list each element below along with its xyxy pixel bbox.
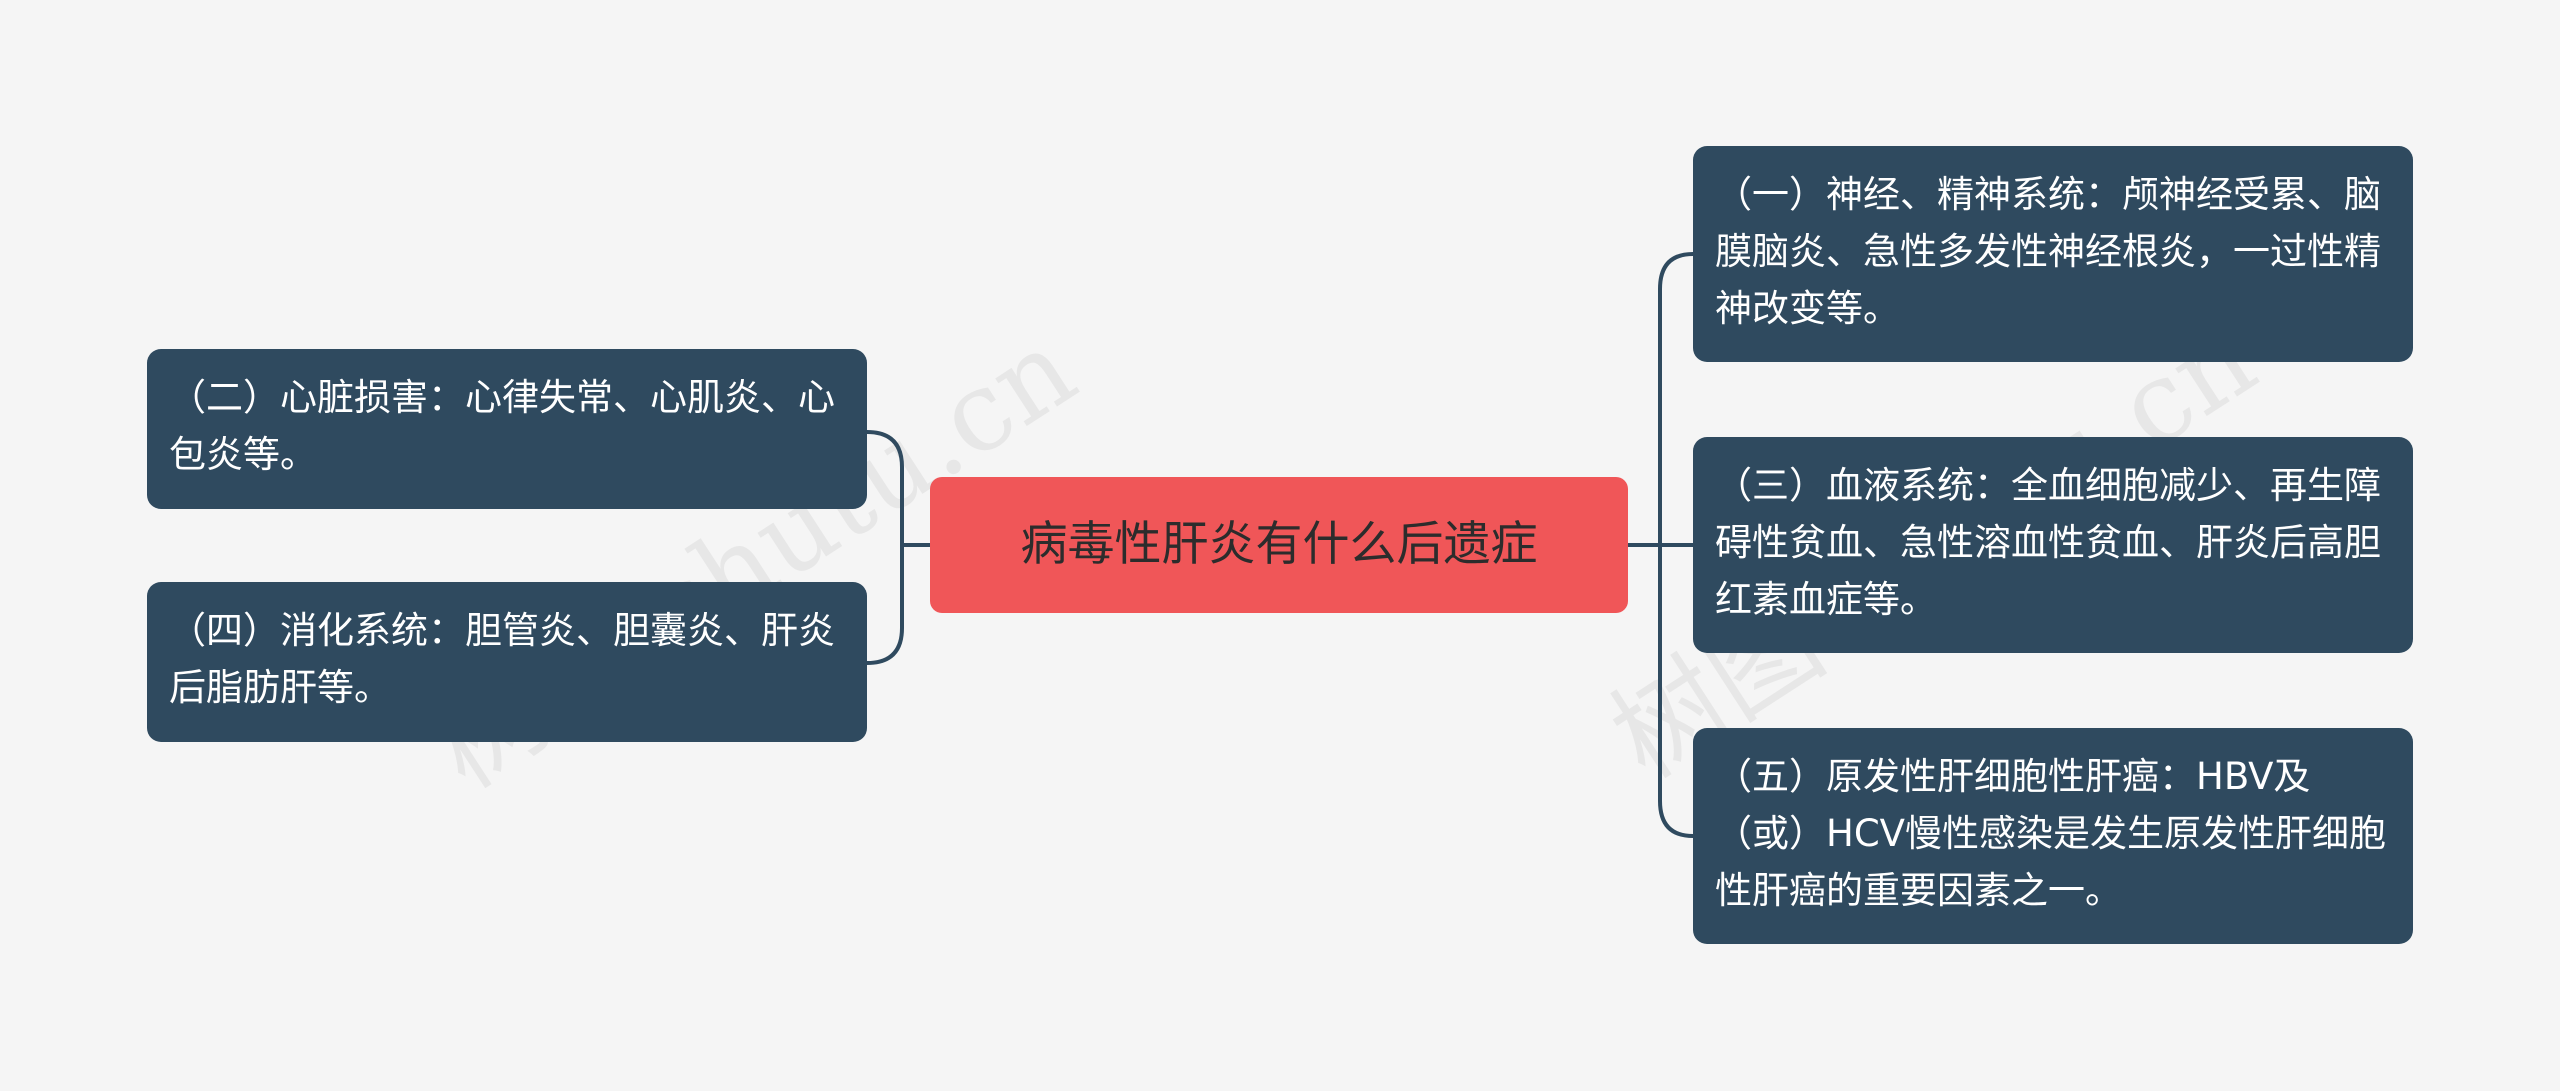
connector-left-bracket [865,430,904,665]
topic-digestive-system[interactable]: （四）消化系统：胆管炎、胆囊炎、肝炎后脂肪肝等。 [147,582,867,742]
central-topic[interactable]: 病毒性肝炎有什么后遗症 [930,477,1628,613]
topic-liver-cancer[interactable]: （五）原发性肝细胞性肝癌：HBV及（或）HCV慢性感染是发生原发性肝细胞性肝癌的… [1693,728,2413,944]
topic-nervous-system[interactable]: （一）神经、精神系统：颅神经受累、脑膜脑炎、急性多发性神经根炎，一过性精神改变等… [1693,146,2413,362]
topic-blood-system[interactable]: （三）血液系统：全血细胞减少、再生障碍性贫血、急性溶血性贫血、肝炎后高胆红素血症… [1693,437,2413,653]
topic-heart-damage[interactable]: （二）心脏损害：心律失常、心肌炎、心包炎等。 [147,349,867,509]
